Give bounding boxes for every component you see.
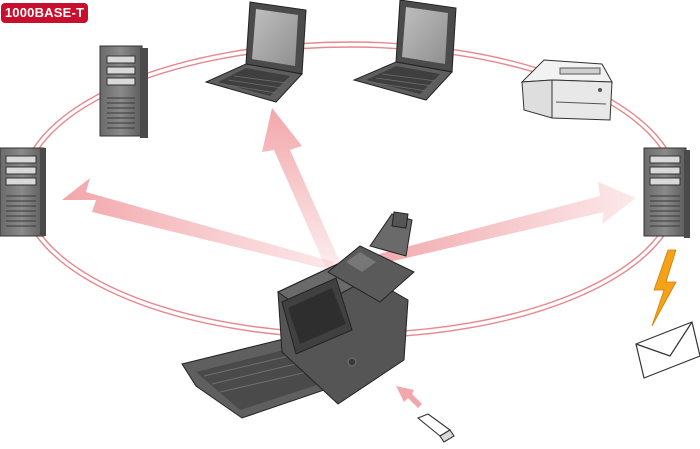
laptop-2-icon (352, 0, 457, 101)
document-scanner-icon (181, 211, 415, 419)
laptop-1-icon (204, 1, 307, 103)
server-left-icon (0, 147, 46, 237)
lightning-bolt-icon (651, 249, 677, 327)
server-top-left-icon (99, 45, 148, 138)
usb-drive-icon (416, 413, 455, 443)
network-speed-badge: 1000BASE-T (1, 3, 88, 23)
arrow-to-left-server (62, 178, 334, 270)
arrow-from-usb (396, 386, 422, 408)
envelope-icon (635, 321, 700, 379)
arrow-to-right-server (364, 182, 636, 266)
server-right-icon (643, 147, 690, 238)
arrow-to-laptop (262, 108, 340, 268)
printer-icon (520, 59, 613, 121)
